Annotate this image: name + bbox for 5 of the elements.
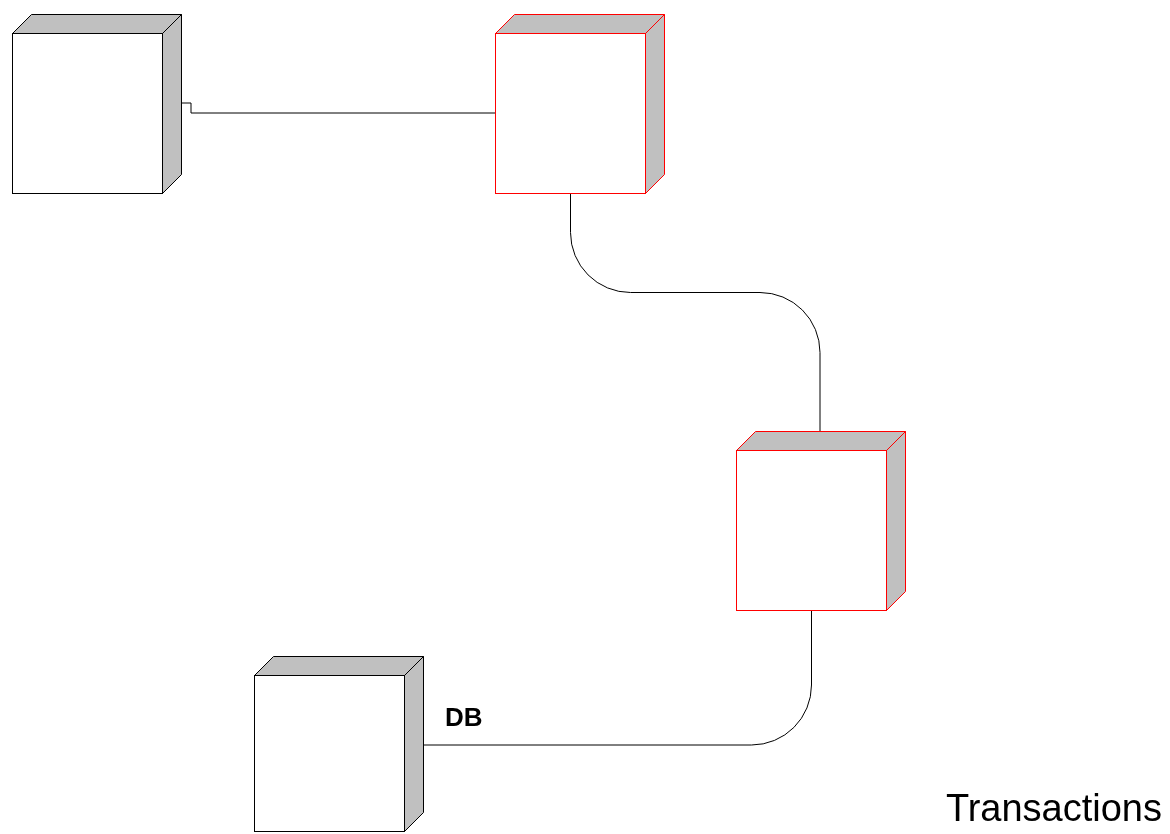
connector-line bbox=[423, 610, 812, 746]
diagram-label: Transactions bbox=[945, 786, 1162, 830]
connector-line bbox=[570, 193, 821, 432]
connector-line bbox=[181, 102, 496, 114]
node-caption: DB bbox=[445, 701, 483, 734]
